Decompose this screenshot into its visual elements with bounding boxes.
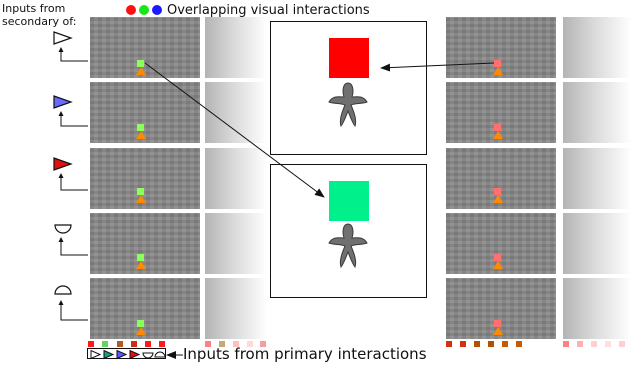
bird-icon xyxy=(328,223,368,269)
green-square-marker xyxy=(137,124,144,131)
bird-icon xyxy=(328,82,368,128)
strip-cell xyxy=(577,341,583,347)
orange-triangle-marker xyxy=(493,261,503,269)
strip-cell xyxy=(474,341,480,347)
orange-triangle-marker xyxy=(493,131,503,139)
strip-cell xyxy=(260,341,266,347)
secondary-inputs-label-line2: secondary of: xyxy=(2,15,77,28)
green-dot-icon xyxy=(139,5,149,15)
strip-cell xyxy=(205,341,211,347)
faded-panel xyxy=(205,278,267,339)
strip-cell xyxy=(117,341,123,347)
strip-cell xyxy=(247,341,253,347)
primary-inputs-label: Inputs from primary interactions xyxy=(183,345,427,363)
strip-cell xyxy=(102,341,108,347)
right-triangle-green-icon xyxy=(103,349,115,360)
right-triangle-white-icon xyxy=(90,349,102,360)
strip-cell xyxy=(88,341,94,347)
half-circle-down-icon xyxy=(142,352,154,359)
orange-triangle-marker xyxy=(493,327,503,335)
right-triangle-white-icon xyxy=(53,31,88,62)
strip-cell xyxy=(159,341,165,347)
right-panel-row2 xyxy=(446,82,556,143)
strip-cell xyxy=(131,341,137,347)
faded-panel xyxy=(205,82,267,143)
left-panel-row5 xyxy=(90,278,200,339)
faded-panel xyxy=(205,17,267,78)
secondary-icons-layer xyxy=(53,31,88,321)
green-square-marker xyxy=(137,188,144,195)
half-circle-down-icon xyxy=(54,224,88,256)
strip-cell xyxy=(219,341,225,347)
pink-square-marker xyxy=(494,254,501,261)
title-row: Overlapping visual interactions xyxy=(126,1,370,19)
red-target-box xyxy=(270,21,427,155)
right-panel-row3 xyxy=(446,148,556,209)
legend-icons xyxy=(90,349,166,360)
half-circle-up-icon xyxy=(54,285,88,321)
red-target-square xyxy=(329,38,369,78)
strip-cell xyxy=(233,341,239,347)
primary-inputs-legend xyxy=(87,348,166,360)
orange-triangle-marker xyxy=(136,131,146,139)
faded-panel xyxy=(563,17,631,78)
secondary-inputs-label-line1: Inputs from xyxy=(2,2,66,15)
strip-cell xyxy=(488,341,494,347)
strip-cell xyxy=(619,341,625,347)
orange-triangle-marker xyxy=(493,67,503,75)
right-panel-row1 xyxy=(446,17,556,78)
strip-cell xyxy=(460,341,466,347)
right-panel-row4 xyxy=(446,213,556,274)
strip-cell xyxy=(446,341,452,347)
left-panel-row3 xyxy=(90,148,200,209)
green-square-marker xyxy=(137,254,144,261)
pink-square-marker xyxy=(494,124,501,131)
faded-panel xyxy=(563,82,631,143)
strip-cell xyxy=(516,341,522,347)
orange-triangle-marker xyxy=(493,195,503,203)
green-target-box xyxy=(270,164,427,298)
left-panel-row2 xyxy=(90,82,200,143)
right-triangle-blue-icon xyxy=(116,349,128,360)
green-square-marker xyxy=(137,320,144,327)
green-square-marker xyxy=(137,60,144,67)
right-triangle-red-icon xyxy=(53,157,88,191)
strip-cell xyxy=(591,341,597,347)
right-panel-row5 xyxy=(446,278,556,339)
orange-triangle-marker xyxy=(136,195,146,203)
half-circle-up-icon xyxy=(154,351,166,358)
orange-triangle-marker xyxy=(136,67,146,75)
strip-cell xyxy=(563,341,569,347)
left-panel-row4 xyxy=(90,213,200,274)
strip-cell xyxy=(145,341,151,347)
pink-square-marker xyxy=(494,188,501,195)
pink-square-marker xyxy=(494,320,501,327)
left-panel-row1 xyxy=(90,17,200,78)
faded-panel xyxy=(563,213,631,274)
strip-cell xyxy=(605,341,611,347)
faded-panel xyxy=(205,213,267,274)
faded-panel xyxy=(563,278,631,339)
faded-panel xyxy=(563,148,631,209)
diagram-title: Overlapping visual interactions xyxy=(167,2,370,18)
blue-dot-icon xyxy=(152,5,162,15)
right-triangle-red-icon xyxy=(129,349,141,360)
secondary-inputs-label: Inputs from secondary of: xyxy=(2,2,76,28)
orange-triangle-marker xyxy=(136,327,146,335)
green-target-square xyxy=(329,181,369,221)
red-dot-icon xyxy=(126,5,136,15)
right-triangle-blue-icon xyxy=(53,95,88,127)
pink-square-marker xyxy=(494,60,501,67)
orange-triangle-marker xyxy=(136,261,146,269)
strip-cell xyxy=(502,341,508,347)
faded-panel xyxy=(205,148,267,209)
